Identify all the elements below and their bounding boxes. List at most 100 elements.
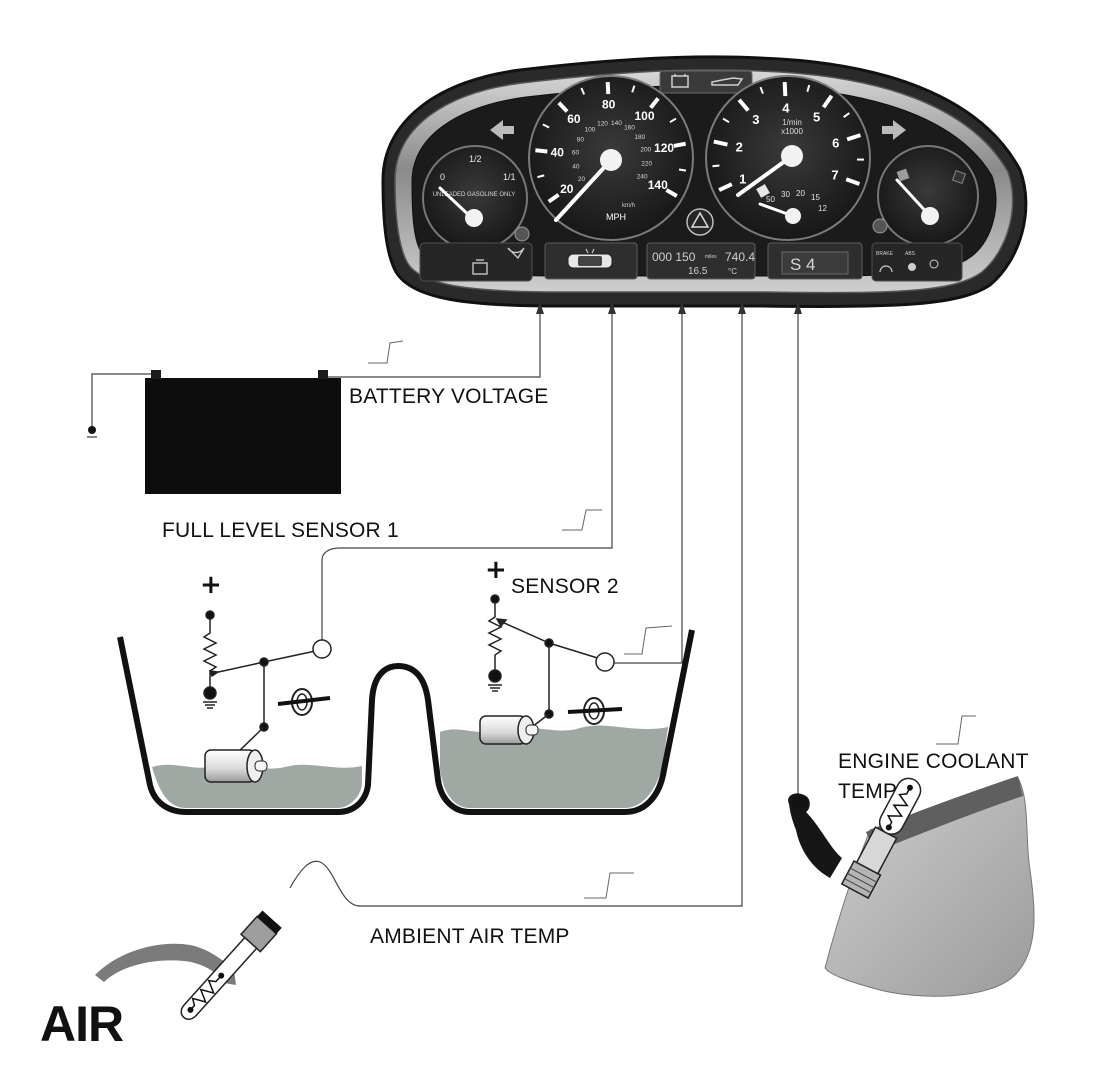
float-2 bbox=[479, 715, 539, 745]
speedo-unit: MPH bbox=[606, 212, 626, 222]
oil-pressure-icon bbox=[711, 77, 744, 86]
turn-left-icon bbox=[490, 120, 514, 140]
plus-sign-2: + bbox=[485, 555, 507, 585]
speedo-numeral: 100 bbox=[634, 109, 654, 123]
tacho-numeral: 5 bbox=[813, 110, 820, 125]
pivot-mount-1 bbox=[277, 688, 331, 716]
speedo-kmh-numeral: 240 bbox=[637, 174, 648, 181]
speedo-kmh-numeral: 200 bbox=[640, 146, 651, 153]
economy-mark-12: 12 bbox=[818, 204, 827, 213]
battery-voltage-label: BATTERY VOLTAGE bbox=[349, 385, 549, 408]
battery-positive-terminal bbox=[318, 370, 328, 379]
tacho-numeral: 7 bbox=[831, 168, 838, 183]
speedo-kmh-numeral: 80 bbox=[577, 137, 585, 144]
turn-right-icon bbox=[882, 120, 906, 140]
tacho-numeral: 1 bbox=[739, 172, 746, 187]
ambient-air-temp-wire bbox=[289, 312, 743, 907]
tacho-tick bbox=[718, 182, 733, 192]
speedo-kmh-numeral: 140 bbox=[611, 120, 622, 127]
air-thermistor-icon bbox=[189, 975, 222, 1011]
speedo-kmh-numeral: 60 bbox=[572, 150, 580, 157]
tacho-numeral: 2 bbox=[736, 140, 743, 155]
signal-waveforms bbox=[368, 340, 976, 899]
tacho-minor-tick bbox=[722, 117, 730, 124]
tacho-unit-line2: x1000 bbox=[781, 127, 803, 136]
tacho-tick bbox=[821, 94, 834, 109]
speedo-kmh-numeral: 180 bbox=[634, 134, 645, 141]
tacho-numeral: 6 bbox=[832, 136, 839, 151]
sensor-2-label: SENSOR 2 bbox=[511, 575, 619, 598]
fuel-level-sensor-1-label: FULL LEVEL SENSOR 1 bbox=[162, 519, 399, 542]
wire-arrows bbox=[536, 302, 802, 314]
speedo-tick bbox=[665, 188, 678, 198]
air-label: AIR bbox=[40, 996, 124, 1052]
plus-sign-1: + bbox=[200, 570, 222, 600]
tacho-numeral: 3 bbox=[752, 112, 759, 127]
battery bbox=[87, 370, 341, 494]
fuel-sensor-1 bbox=[202, 610, 332, 755]
tacho-tick bbox=[846, 133, 862, 142]
speedo-numeral: 20 bbox=[560, 182, 574, 196]
car-status-icon bbox=[567, 248, 613, 269]
speedo-tick bbox=[547, 193, 560, 204]
speedo-tick bbox=[605, 81, 611, 95]
speedo-minor-tick bbox=[580, 87, 586, 95]
instrument-cluster: 0 1/2 1/1 UNLEADED GASOLINE ONLY 2040608… bbox=[381, 55, 1028, 309]
air-flow-arrow bbox=[95, 943, 236, 985]
tacho-tick bbox=[737, 98, 750, 112]
odometer-value: 000 150 bbox=[652, 250, 696, 264]
speedo-minor-tick bbox=[669, 117, 677, 124]
engine-coolant-temp-label-line2: TEMP bbox=[838, 780, 898, 803]
hazard-warning-icon bbox=[686, 208, 714, 236]
odometer-unit: miles bbox=[705, 254, 717, 260]
fuel-gauge: 0 1/2 1/1 UNLEADED GASOLINE ONLY bbox=[422, 145, 528, 251]
fuel-mark-0: 0 bbox=[440, 172, 445, 182]
coolant-temp-sensor bbox=[788, 777, 922, 900]
tacho-tick bbox=[845, 177, 861, 186]
signal-wires bbox=[91, 312, 799, 907]
brake-warning-label: BRAKE bbox=[876, 251, 894, 257]
speedo-tick bbox=[649, 97, 660, 110]
speedo-numeral: 60 bbox=[567, 112, 581, 126]
tacho-tick bbox=[782, 81, 788, 97]
washer-fluid-icon bbox=[507, 247, 525, 260]
airbag-warning-icon bbox=[929, 259, 939, 269]
coolant-temp-gauge bbox=[877, 145, 979, 247]
economy-start: 50 bbox=[766, 195, 775, 204]
speedo-minor-tick bbox=[542, 123, 550, 129]
tacho-tick bbox=[713, 139, 728, 147]
tacho-minor-tick bbox=[843, 112, 850, 119]
speedo-minor-tick bbox=[678, 168, 687, 172]
ambient-air-sensor bbox=[95, 910, 282, 1020]
speedo-kmh-numeral: 40 bbox=[572, 163, 580, 170]
speedo-kmh-unit: km/h bbox=[622, 203, 635, 209]
fuel-tank-outline bbox=[117, 629, 695, 815]
gear-value: S 4 bbox=[790, 255, 816, 274]
trip-value: 740.4 bbox=[725, 250, 755, 264]
abs-warning-label: ABS bbox=[905, 251, 916, 257]
economy-mark-15: 15 bbox=[811, 193, 820, 202]
fuel-sensor-2 bbox=[487, 594, 623, 731]
coolant-sensor-connector bbox=[788, 793, 842, 878]
speedo-minor-tick bbox=[631, 85, 636, 93]
speedo-numeral: 120 bbox=[654, 141, 674, 155]
battery-ground-icon bbox=[87, 426, 97, 438]
fuel-mark-half: 1/2 bbox=[469, 154, 482, 164]
float-1 bbox=[204, 749, 268, 783]
engine-coolant-temp-label-line1: ENGINE COOLANT bbox=[838, 750, 1029, 773]
speedo-tick bbox=[557, 101, 569, 113]
brake-warning-icon bbox=[879, 265, 893, 273]
tacho-unit-line1: 1/min bbox=[782, 118, 802, 127]
speedo-kmh-numeral: 220 bbox=[641, 160, 652, 167]
ground-icon-2 bbox=[488, 669, 502, 692]
odometer-display bbox=[646, 242, 756, 280]
battery-warning-icon bbox=[671, 74, 689, 88]
speedo-tick bbox=[535, 148, 548, 154]
fuel-sensor-2-wire bbox=[612, 312, 683, 664]
economy-subgauge: 50 30 20 15 12 bbox=[756, 184, 827, 224]
coolant-thermistor-icon bbox=[886, 788, 911, 828]
speedo-minor-tick bbox=[537, 174, 545, 179]
